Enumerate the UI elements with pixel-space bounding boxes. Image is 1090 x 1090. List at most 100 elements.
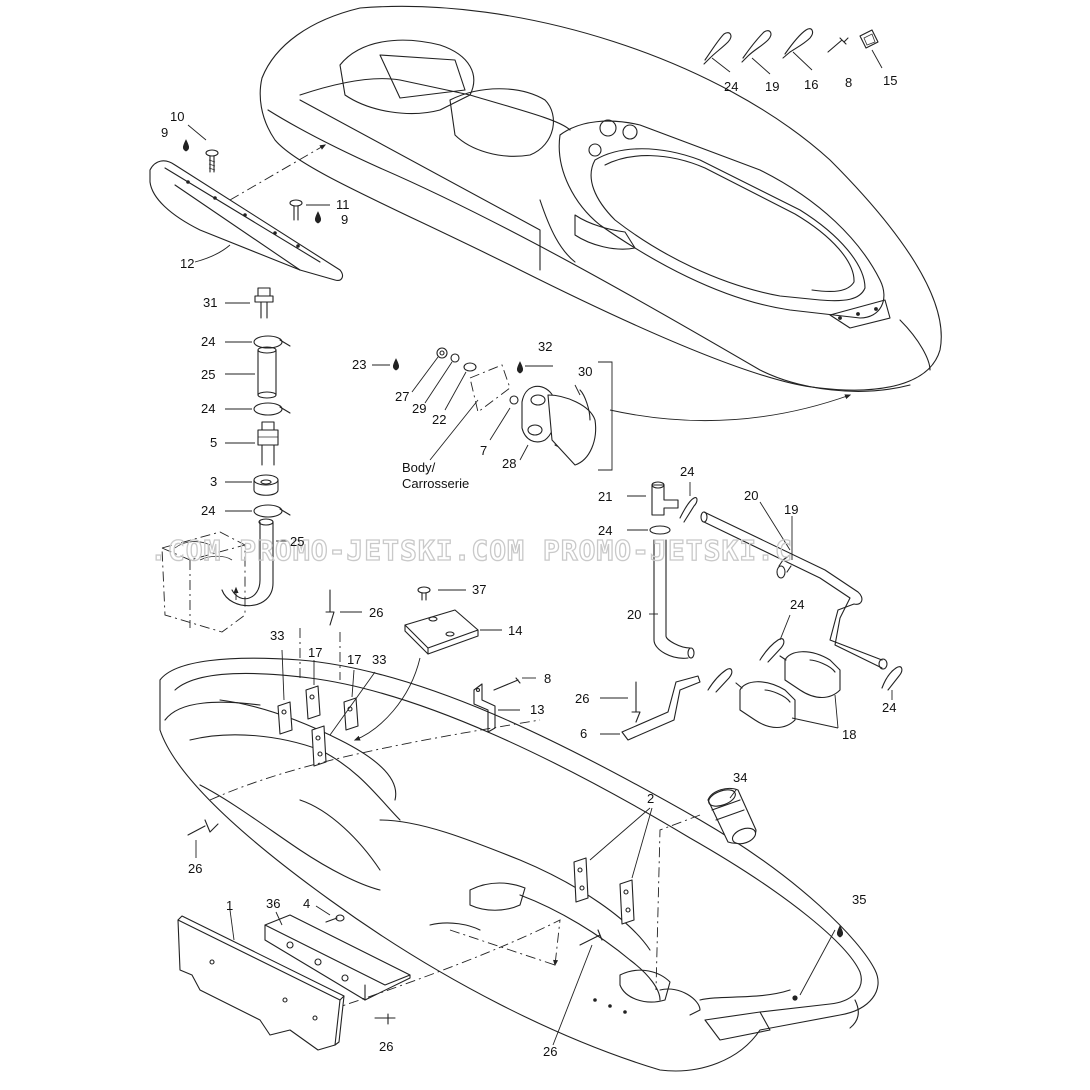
callout-17-a: 17	[308, 645, 322, 660]
body-label-line1: Body/	[402, 460, 436, 475]
callout-13: 13	[530, 702, 544, 717]
callout-9-b: 9	[341, 212, 348, 227]
callout-20-b: 20	[627, 607, 641, 622]
droplet-icon	[314, 211, 322, 224]
clamp-24-l2	[225, 402, 291, 416]
callout-24-r1: 24	[680, 464, 694, 479]
rail-leader	[229, 144, 327, 201]
drain-assembly	[372, 347, 613, 471]
callout-26-e: 26	[543, 1044, 557, 1059]
grommet-3	[225, 474, 279, 496]
callout-8-mid: 8	[544, 671, 551, 686]
callout-4: 4	[303, 896, 310, 911]
callout-19-top: 19	[765, 79, 779, 94]
droplet-icon	[516, 361, 524, 374]
hose-25-a	[225, 346, 277, 399]
callout-9-a: 9	[161, 125, 168, 140]
plate-14	[404, 609, 502, 655]
callout-7: 7	[480, 443, 487, 458]
callout-labels: 24 19 16 8 15 10 9 11 9 12 31 24 25 24 5…	[161, 73, 897, 1059]
callout-34: 34	[733, 770, 747, 785]
panel-1	[177, 909, 345, 1051]
rub-rail-12	[149, 160, 344, 281]
callout-24-r4: 24	[882, 700, 896, 715]
callout-26-b: 26	[575, 691, 589, 706]
bracket-6	[600, 675, 701, 741]
callout-15: 15	[883, 73, 897, 88]
callout-1: 1	[226, 898, 233, 913]
cable-tie-19-top	[741, 30, 772, 75]
callout-20-a: 20	[744, 488, 758, 503]
deck-body	[259, 5, 942, 392]
valve-5	[225, 421, 279, 466]
callout-29: 29	[412, 401, 426, 416]
screw-11	[289, 199, 330, 221]
callout-8-top: 8	[845, 75, 852, 90]
callout-32: 32	[538, 339, 552, 354]
callout-12: 12	[180, 256, 194, 271]
brackets-2	[573, 807, 653, 925]
clamp-24-l3	[225, 504, 291, 518]
callout-24-r2: 24	[598, 523, 612, 538]
rivet-26-a	[325, 589, 362, 626]
plate-leader	[353, 657, 421, 741]
bracket-guide	[299, 628, 341, 680]
bracket-33-a	[277, 649, 293, 735]
callout-30: 30	[578, 364, 592, 379]
deck-arrow	[609, 394, 852, 422]
callout-36: 36	[266, 896, 280, 911]
hull-dash-1	[209, 719, 541, 801]
callout-2: 2	[647, 791, 654, 806]
bracket-17-b	[343, 669, 359, 731]
droplet-icon	[392, 358, 400, 371]
fitting-guide	[655, 814, 701, 991]
callout-27: 27	[395, 389, 409, 404]
droplet-icon	[182, 139, 190, 152]
callout-19-r: 19	[784, 502, 798, 517]
callout-10: 10	[170, 109, 184, 124]
callout-31: 31	[203, 295, 217, 310]
watermark: .COM PROMO-JETSKI.COM PROMO-JETSKI.C	[150, 534, 793, 567]
cap-37	[417, 586, 466, 601]
callout-24-l1: 24	[201, 334, 215, 349]
cable-ties-right	[707, 614, 903, 700]
battery-box-ghost	[161, 531, 246, 633]
clip-15	[859, 29, 883, 69]
rivet-26-e	[552, 929, 603, 1046]
callout-35: 35	[852, 892, 866, 907]
callout-6: 6	[580, 726, 587, 741]
droplet-icon	[836, 925, 844, 938]
callout-26-c: 26	[188, 861, 202, 876]
callout-28: 28	[502, 456, 516, 471]
hull-dash-3	[449, 929, 556, 966]
tube-assembly-20	[627, 481, 888, 670]
callout-18: 18	[842, 727, 856, 742]
callout-24-r3: 24	[790, 597, 804, 612]
body-label-line2: Carrosserie	[402, 476, 469, 491]
marker-35	[799, 929, 836, 996]
callout-26-d: 26	[379, 1039, 393, 1054]
bracket-33-b	[311, 671, 376, 767]
callout-14: 14	[508, 623, 522, 638]
clamp-24-l1	[225, 335, 291, 349]
callout-11: 11	[336, 197, 350, 212]
callout-21: 21	[598, 489, 612, 504]
screw-10	[187, 124, 219, 173]
callout-24-l2: 24	[201, 401, 215, 416]
rivet-26-c	[187, 819, 219, 858]
callout-5: 5	[210, 435, 217, 450]
rivet-26-d	[374, 1013, 396, 1025]
callout-24-top: 24	[724, 79, 738, 94]
callout-33-a: 33	[270, 628, 284, 643]
callout-26-a: 26	[369, 605, 383, 620]
callout-25-b: 25	[290, 534, 304, 549]
bracket-13	[473, 677, 536, 733]
rivet-8-top	[827, 37, 849, 53]
hose-25-b	[221, 518, 288, 607]
callout-23: 23	[352, 357, 366, 372]
callout-33-b: 33	[372, 652, 386, 667]
callout-24-l3: 24	[201, 503, 215, 518]
callout-22: 22	[432, 412, 446, 427]
fitting-34	[707, 787, 757, 845]
